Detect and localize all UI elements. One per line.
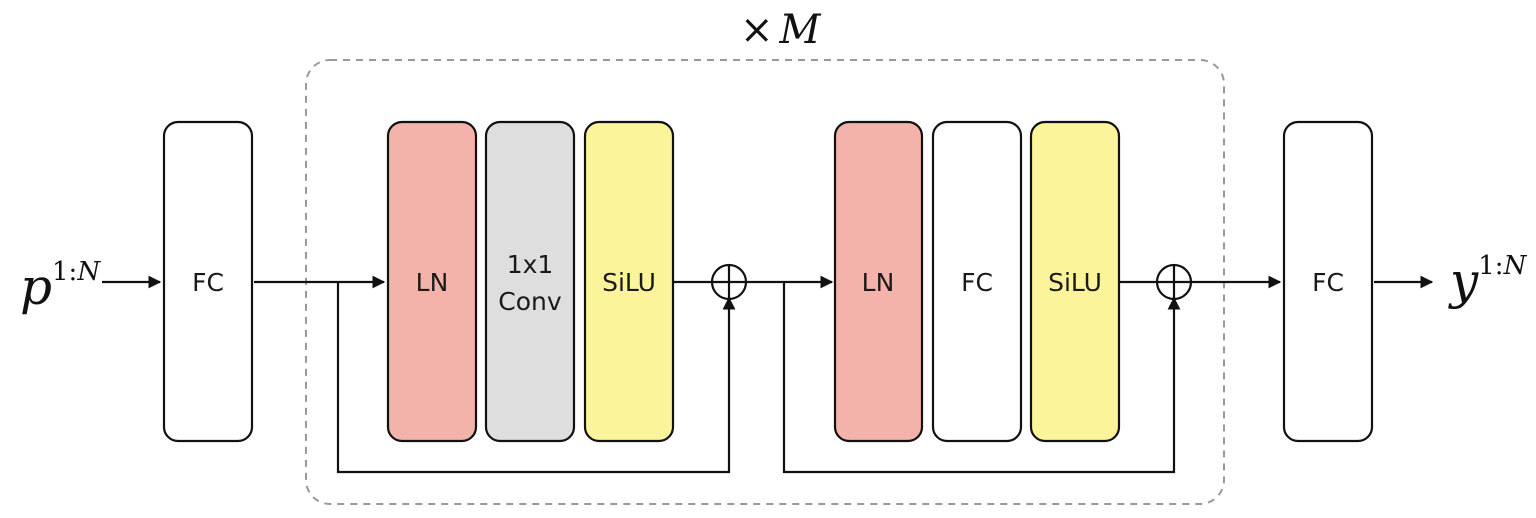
block-silu-1-label: SiLU	[602, 268, 656, 297]
repeat-label: ×M	[740, 7, 822, 53]
block-silu-2: SiLU	[1029, 120, 1121, 443]
block-fc-out-label: FC	[1312, 268, 1344, 297]
block-fc-mid-label: FC	[961, 268, 993, 297]
add-node-2	[1155, 263, 1193, 301]
skip-connection-1	[336, 282, 736, 474]
block-ln-2: LN	[833, 120, 924, 443]
block-conv-1x1: 1x1 Conv	[484, 120, 576, 443]
block-ln-2-label: LN	[862, 268, 895, 297]
block-fc-in: FC	[162, 120, 254, 443]
connections	[102, 275, 1434, 474]
input-label: p1:N	[20, 257, 101, 316]
output-label: y1:N	[1448, 251, 1528, 310]
block-ln-1-label: LN	[416, 268, 449, 297]
block-silu-1: SiLU	[583, 120, 675, 443]
block-fc-out: FC	[1282, 120, 1374, 443]
block-conv-label-line2: Conv	[498, 287, 562, 316]
block-fc-mid: FC	[931, 120, 1023, 443]
block-ln-1: LN	[386, 120, 478, 443]
block-fc-in-label: FC	[192, 268, 224, 297]
block-silu-2-label: SiLU	[1048, 268, 1102, 297]
block-conv-label-line1: 1x1	[507, 250, 554, 279]
skip-connection-2	[782, 282, 1181, 474]
add-node-1	[710, 263, 748, 301]
